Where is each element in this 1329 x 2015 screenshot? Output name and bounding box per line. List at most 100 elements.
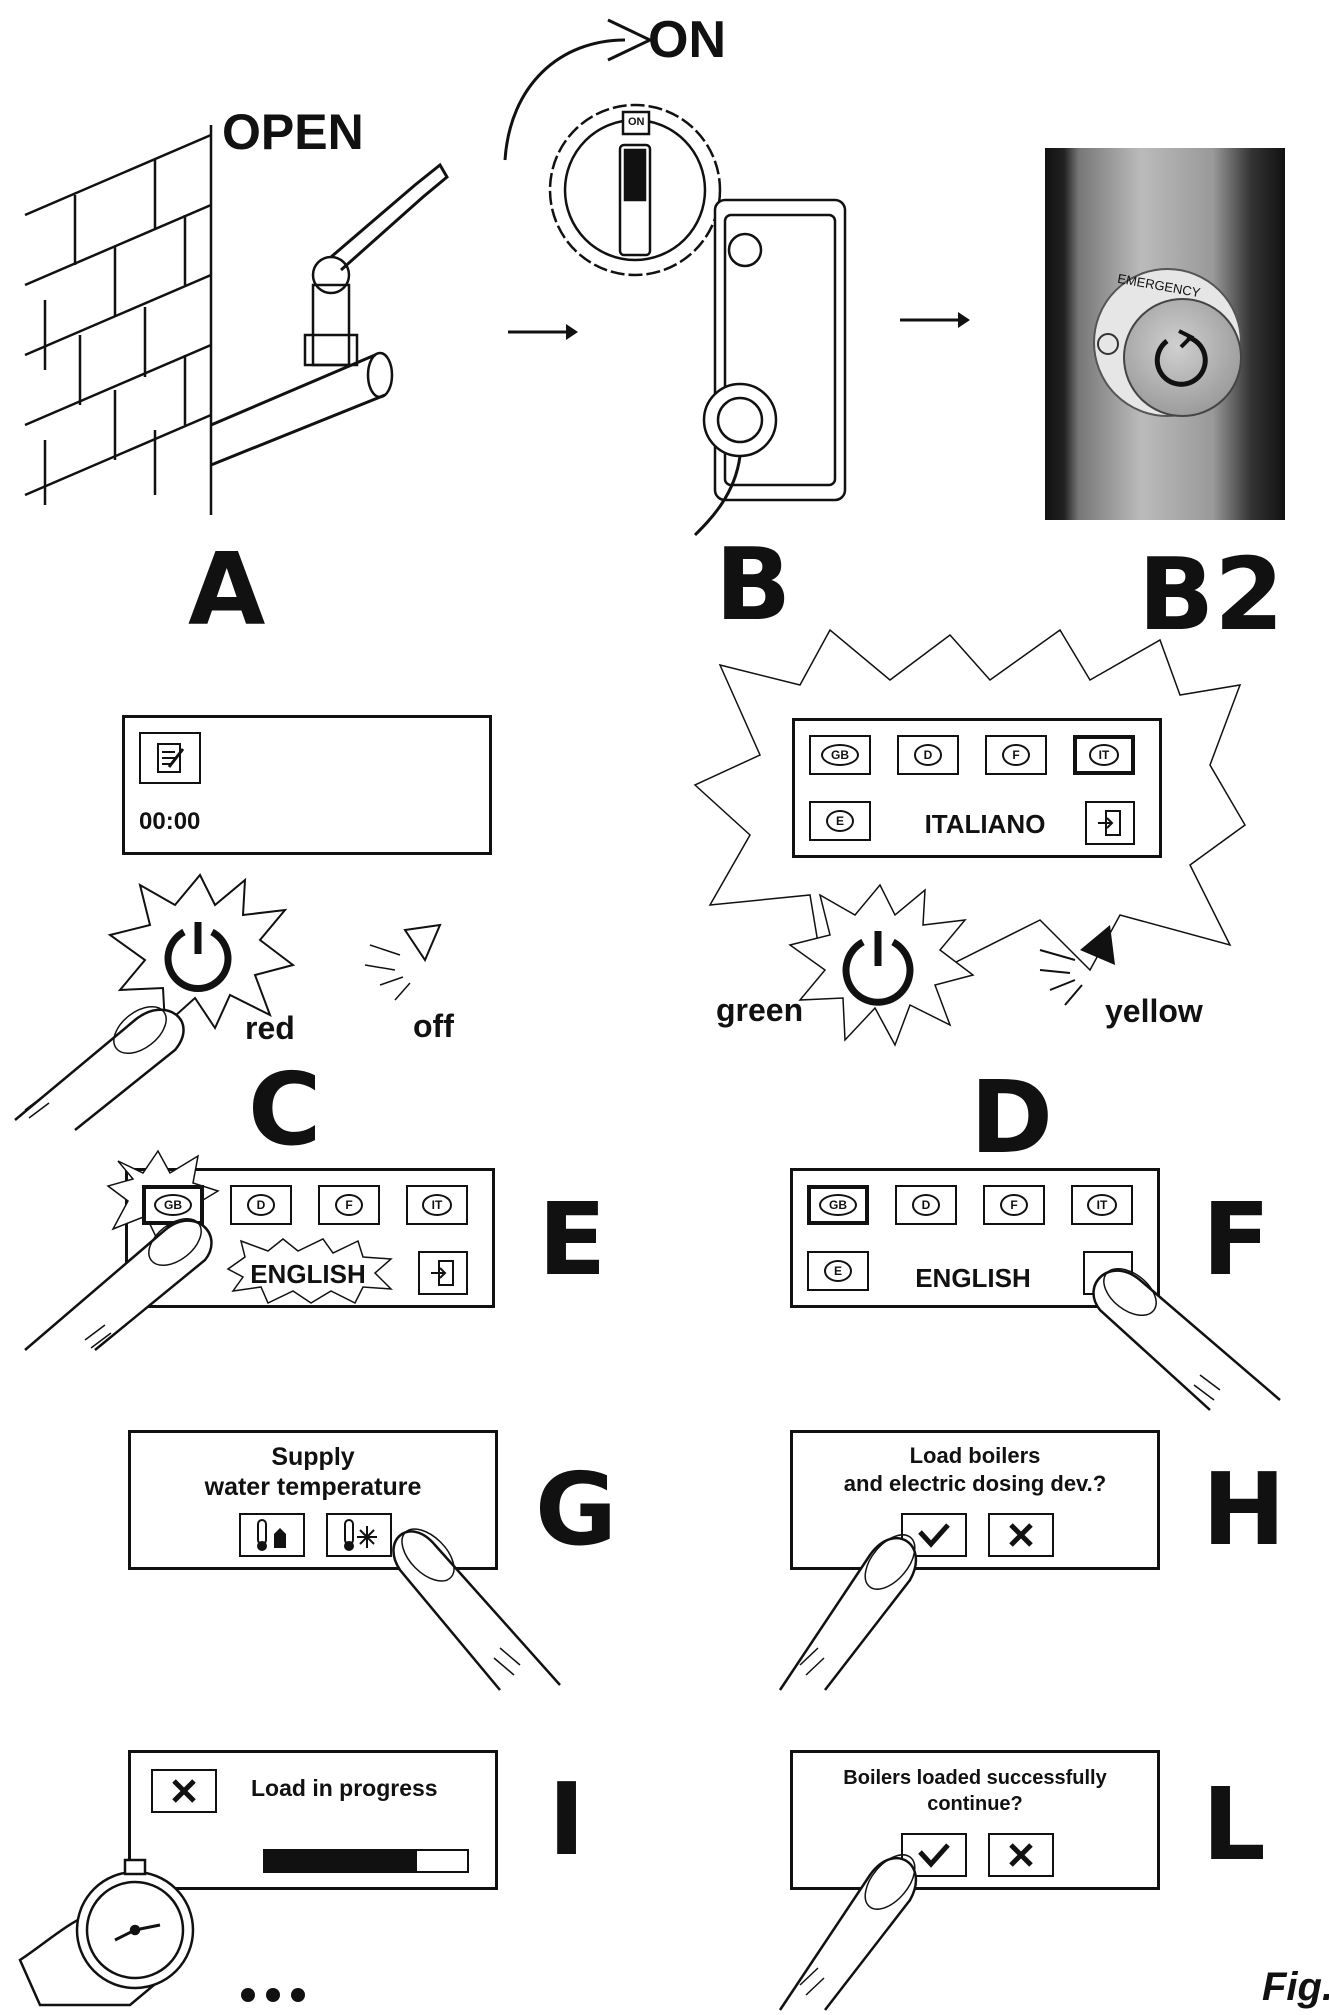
stopwatch-icon [18,1858,195,2007]
rotate-release-icon [1154,329,1208,387]
checkmark-icon [918,1523,950,1548]
confirm-button-h[interactable] [901,1513,967,1557]
cancel-button-h[interactable] [988,1513,1054,1557]
load-progress-panel-i: Load in progress [128,1750,498,1890]
step-letter-b: B [715,526,792,643]
power-icon-d[interactable] [838,928,918,1008]
wall-valve-illustration [24,125,449,515]
emergency-photo: EMERGENCY [1045,148,1285,520]
step-letter-a: A [188,531,266,648]
language-panel-d: GB D F IT E ITALIANO [792,718,1162,858]
panel-l-line2: continue? [927,1793,1023,1815]
lang-key-e-label: E [825,810,854,832]
lang-key-gb-f[interactable]: GB [807,1185,869,1225]
exit-icon-e [431,1260,454,1286]
light-state-c: off [413,1008,454,1044]
finger-h [778,1534,917,1691]
step-letter-l: L [1202,1766,1266,1883]
notepad-icon [157,743,185,773]
lang-key-gb-e-label: GB [154,1194,192,1216]
lang-key-e[interactable]: E [809,801,871,841]
rotary-switch-icon [548,103,847,537]
display-panel-c: 00:00 [122,715,492,855]
cross-icon-i [172,1779,196,1803]
load-boilers-panel-h: Load boilers and electric dosing dev.? [790,1430,1160,1570]
lang-key-f[interactable]: F [985,735,1047,775]
notepad-button[interactable] [139,732,201,784]
figure-label: Fig. [1262,1965,1329,2009]
lang-key-it-e[interactable]: IT [406,1185,468,1225]
exit-button-d[interactable] [1085,801,1135,845]
hot-water-button[interactable] [239,1513,305,1557]
emergency-mushroom-button[interactable] [1123,298,1242,417]
power-icon-c[interactable] [160,918,236,994]
panel-h-line1: Load boilers [909,1443,1041,1468]
thermometer-cold-icon [344,1519,377,1551]
lang-key-f-f-label: F [1000,1194,1028,1216]
lang-key-d-e[interactable]: D [230,1185,292,1225]
valve-state-label: OPEN [222,104,364,160]
power-color-c: red [245,1010,295,1046]
lang-key-d-e-label: D [246,1194,276,1216]
cold-water-button[interactable] [326,1513,392,1557]
finger-c [14,1005,185,1131]
step-letter-g: G [535,1451,618,1568]
clock-time: 00:00 [139,808,201,835]
step-letter-b2: B2 [1138,536,1284,653]
ellipsis-dots [241,1988,305,2002]
lang-key-it-f[interactable]: IT [1071,1185,1133,1225]
panel-g-line2: water temperature [204,1473,422,1501]
finger-f [1092,1267,1281,1411]
selected-language-f: ENGLISH [915,1263,1031,1293]
language-burst-e [226,1238,393,1305]
step-letter-i: I [548,1761,586,1878]
selected-language-e: ENGLISH [250,1259,366,1289]
lang-key-f-label: F [1002,744,1030,766]
light-color-d: yellow [1105,993,1203,1029]
finger-l [778,1854,917,2011]
switch-state-label: ON [648,11,726,69]
switch-knob-label: ON [628,116,645,128]
lang-key-it-e-label: IT [421,1194,453,1216]
exit-icon [1098,810,1121,836]
progress-bar [263,1849,469,1873]
lang-key-f-e[interactable]: F [318,1185,380,1225]
cross-icon [1009,1523,1033,1547]
lang-key-it-f-label: IT [1086,1194,1118,1216]
lang-key-f-e-label: F [335,1194,363,1216]
progress-bar-fill [265,1851,417,1871]
lang-key-gb[interactable]: GB [809,735,871,775]
lang-key-d[interactable]: D [897,735,959,775]
lang-key-e-f[interactable]: E [807,1251,869,1291]
arrow-right-icon-2 [900,312,970,328]
step-letter-f: F [1202,1181,1271,1298]
finger-e [24,1217,213,1351]
step-letter-h: H [1202,1451,1286,1568]
lang-key-it[interactable]: IT [1073,735,1135,775]
finger-g [392,1528,561,1691]
panel-l-line1: Boilers loaded successfully [843,1767,1107,1789]
cancel-button-i[interactable] [151,1769,217,1813]
language-panel-f: GB D F IT E ENGLISH [790,1168,1160,1308]
step-letter-e: E [538,1181,607,1298]
step-letter-d: D [970,1059,1054,1176]
panel-h-line2: and electric dosing dev.? [843,1471,1107,1496]
indicator-light-off-icon [364,923,442,1001]
selected-language-d: ITALIANO [924,809,1046,839]
lang-key-d-f[interactable]: D [895,1185,957,1225]
lang-key-e-f-label: E [823,1260,852,1282]
lang-key-gb-f-label: GB [819,1194,857,1216]
lang-key-gb-e[interactable]: GB [142,1185,204,1225]
panel-g-line1: Supply [271,1443,355,1471]
rotate-arrow-icon [503,18,654,161]
step-letter-c: C [248,1051,322,1168]
lang-key-f-f[interactable]: F [983,1185,1045,1225]
cancel-button-l[interactable] [988,1833,1054,1877]
arrow-right-icon [508,324,578,340]
lang-key-gb-label: GB [821,744,859,766]
exit-button-e[interactable] [418,1251,468,1295]
power-color-d: green [716,992,804,1028]
load-progress-title: Load in progress [251,1775,438,1801]
indicator-light-on-icon [1039,925,1115,1006]
lang-key-d-label: D [913,744,943,766]
